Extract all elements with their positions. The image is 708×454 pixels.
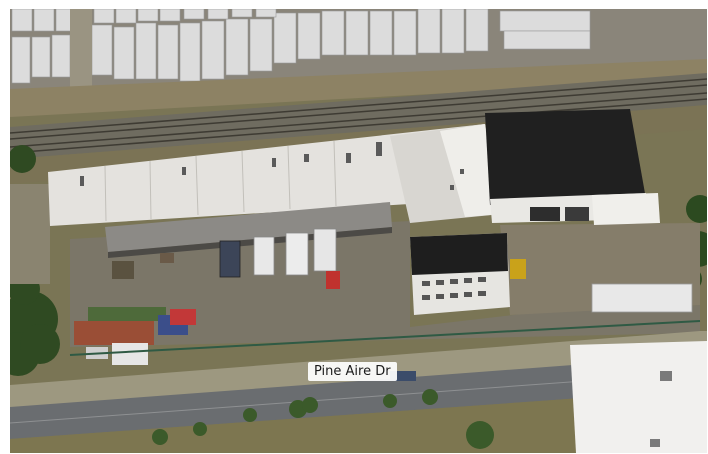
dock-door [530, 207, 560, 221]
commercial-building [570, 341, 707, 453]
containers [74, 307, 196, 365]
fence [69, 320, 701, 356]
trailer-rows [11, 9, 591, 84]
office-roof [410, 233, 508, 275]
loading-canopy [105, 202, 392, 252]
dark-roof-building [485, 109, 646, 205]
rail-tracks [10, 78, 707, 154]
trees-lower [152, 389, 494, 449]
roof-vents [80, 142, 464, 190]
aerial-imagery [10, 9, 707, 453]
debris-area [10, 184, 50, 284]
car [390, 371, 416, 381]
annex-building [592, 193, 660, 225]
street-label: Pine Aire Dr [308, 362, 397, 381]
rooftop-units [650, 371, 672, 447]
dock-door [565, 207, 589, 221]
forklift [510, 259, 526, 279]
office-windows [422, 277, 486, 300]
roof-seams [104, 140, 337, 222]
roof-gable-light [440, 124, 502, 217]
grass-strip [10, 59, 707, 117]
docked-trailers [112, 228, 340, 289]
aerial-map-view[interactable]: Pine Aire Dr [10, 9, 707, 453]
yard-drive [70, 9, 92, 89]
lower-grass [10, 389, 707, 453]
trailer-right [591, 283, 693, 313]
rail-bed [10, 73, 707, 159]
